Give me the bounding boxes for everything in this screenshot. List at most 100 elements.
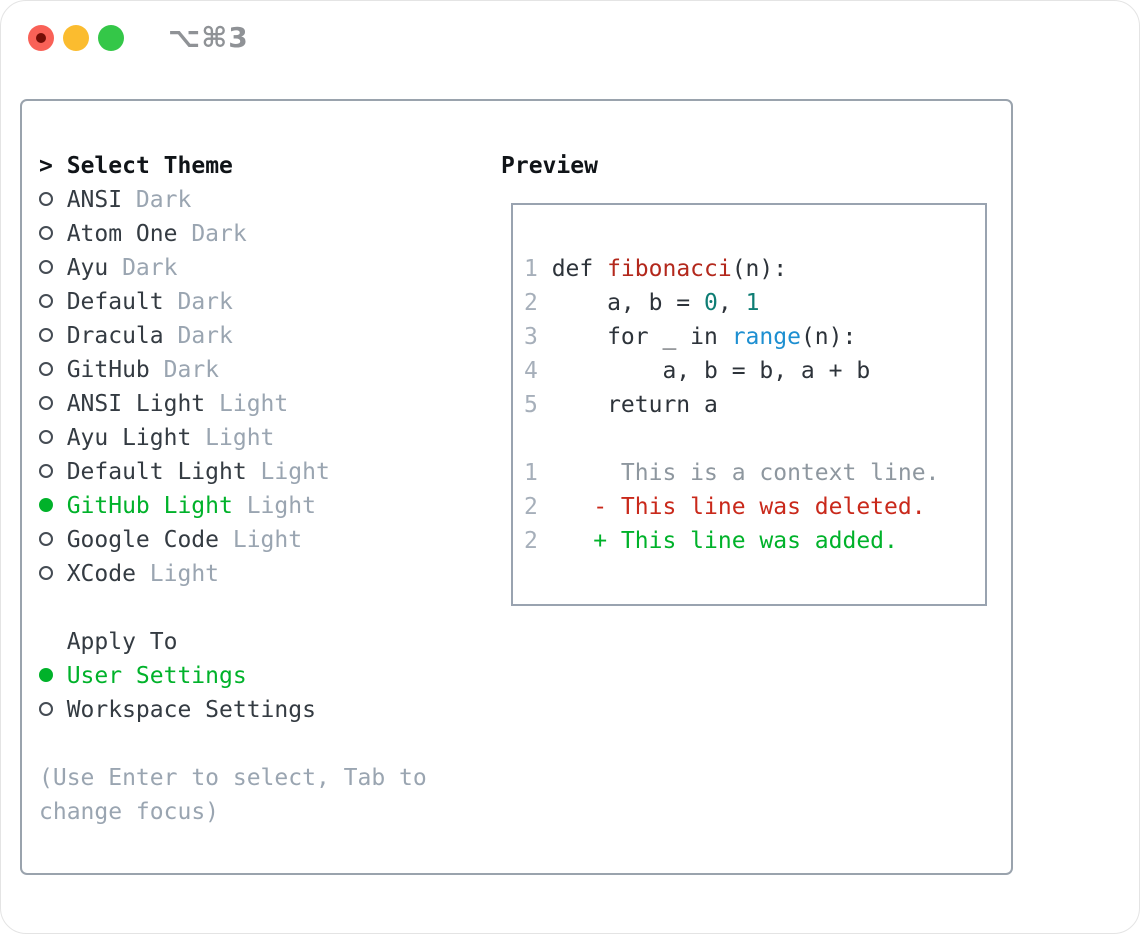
code-token-text: a, b =: [551, 290, 705, 316]
line-number: 3: [524, 324, 538, 350]
minimize-button[interactable]: [63, 25, 89, 51]
radio-circle-icon[interactable]: [39, 183, 67, 217]
theme-option-variant: Light: [205, 391, 289, 417]
radio-circle-icon[interactable]: [39, 421, 67, 455]
theme-option-variant: Dark: [177, 221, 247, 247]
apply-to-option-label: User Settings: [66, 663, 247, 689]
code-token-builtin: range: [731, 324, 801, 350]
hint-text-line2: change focus): [39, 799, 220, 825]
theme-option[interactable]: ANSI Light Light: [39, 387, 427, 421]
code-token-text: def: [551, 256, 608, 282]
radio-circle-icon[interactable]: [39, 217, 67, 251]
theme-option-label: Atom One: [66, 221, 178, 247]
prompt-caret-icon: >: [39, 153, 53, 179]
theme-option[interactable]: Google Code Light: [39, 523, 427, 557]
code-token-context: This is a context line.: [551, 460, 940, 486]
radio-circle-icon[interactable]: [39, 353, 67, 387]
code-token-number: 0: [704, 290, 718, 316]
code-token-added: + This line was added.: [551, 528, 898, 554]
close-button[interactable]: [28, 25, 54, 51]
select-theme-title: Select Theme: [66, 153, 233, 179]
line-number: 2: [524, 494, 538, 520]
line-number: 1: [524, 256, 538, 282]
code-line: 5 return a: [524, 388, 985, 422]
line-number: 5: [524, 392, 538, 418]
code-token-text: a, b = b, a + b: [551, 358, 871, 384]
theme-option[interactable]: Atom One Dark: [39, 217, 427, 251]
theme-option-variant: Dark: [149, 357, 220, 383]
code-token-text: (n):: [731, 256, 788, 282]
theme-option-variant: Light: [135, 561, 220, 587]
theme-option-label: Default: [66, 289, 164, 315]
theme-option[interactable]: Ayu Dark: [39, 251, 427, 285]
theme-option-variant: Light: [232, 493, 316, 519]
line-number: 2: [524, 528, 538, 554]
theme-option-label: Dracula: [66, 323, 164, 349]
line-number: 2: [524, 290, 538, 316]
spacer: [39, 591, 427, 625]
code-token-deleted: - This line was deleted.: [551, 494, 926, 520]
line-number: 4: [524, 358, 538, 384]
theme-option-label: ANSI: [66, 187, 123, 213]
radio-circle-icon[interactable]: [39, 455, 67, 489]
line-number: 1: [524, 460, 538, 486]
zoom-button[interactable]: [98, 25, 124, 51]
theme-option-label: GitHub Light: [66, 493, 233, 519]
select-theme-header: > Select Theme: [39, 149, 427, 183]
theme-option[interactable]: Dracula Dark: [39, 319, 427, 353]
radio-circle-icon[interactable]: [39, 523, 67, 557]
theme-option[interactable]: GitHub Light Light: [39, 489, 427, 523]
radio-circle-icon[interactable]: [39, 285, 67, 319]
selected-radio-icon[interactable]: [39, 659, 67, 693]
theme-option-variant: Dark: [122, 187, 192, 213]
theme-option-label: XCode: [66, 561, 136, 587]
code-token-number: 1: [745, 290, 760, 316]
theme-option-label: Ayu: [66, 255, 109, 281]
apply-to-option[interactable]: User Settings: [39, 659, 427, 693]
theme-option-label: ANSI Light: [66, 391, 206, 417]
code-line: 3 for _ in range(n):: [524, 320, 985, 354]
apply-to-option[interactable]: Workspace Settings: [39, 693, 427, 727]
radio-circle-icon[interactable]: [39, 319, 67, 353]
theme-option-label: Ayu Light: [66, 425, 192, 451]
theme-option-variant: Dark: [108, 255, 178, 281]
theme-option[interactable]: XCode Light: [39, 557, 427, 591]
theme-option[interactable]: Ayu Light Light: [39, 421, 427, 455]
hint-text-line1: (Use Enter to select, Tab to: [39, 765, 427, 791]
code-token-text: return a: [551, 392, 718, 418]
theme-option-variant: Light: [246, 459, 330, 485]
code-line: 4 a, b = b, a + b: [524, 354, 985, 388]
code-token-text: ,: [717, 290, 746, 316]
spacer: [39, 727, 427, 761]
code-token-text: (n):: [800, 324, 857, 350]
theme-option-variant: Light: [191, 425, 275, 451]
theme-option-label: GitHub: [66, 357, 150, 383]
theme-option-variant: Dark: [163, 289, 233, 315]
radio-circle-icon[interactable]: [39, 387, 67, 421]
radio-circle-icon[interactable]: [39, 251, 67, 285]
theme-option-variant: Light: [219, 527, 303, 553]
apply-to-option-label: Workspace Settings: [66, 697, 316, 723]
theme-option[interactable]: Default Light Light: [39, 455, 427, 489]
radio-circle-icon[interactable]: [39, 693, 67, 727]
theme-option[interactable]: GitHub Dark: [39, 353, 427, 387]
code-line: 1 This is a context line.: [524, 456, 985, 490]
radio-circle-icon[interactable]: [39, 557, 67, 591]
theme-option[interactable]: ANSI Dark: [39, 183, 427, 217]
code-token-text: for _ in: [551, 324, 732, 350]
selected-radio-icon[interactable]: [39, 489, 67, 523]
code-line: [524, 422, 985, 456]
theme-option-label: Google Code: [66, 527, 220, 553]
code-line: 2 + This line was added.: [524, 524, 985, 558]
apply-to-header: Apply To: [66, 629, 178, 655]
theme-option-label: Default Light: [66, 459, 247, 485]
code-line: 2 - This line was deleted.: [524, 490, 985, 524]
theme-option[interactable]: Default Dark: [39, 285, 427, 319]
